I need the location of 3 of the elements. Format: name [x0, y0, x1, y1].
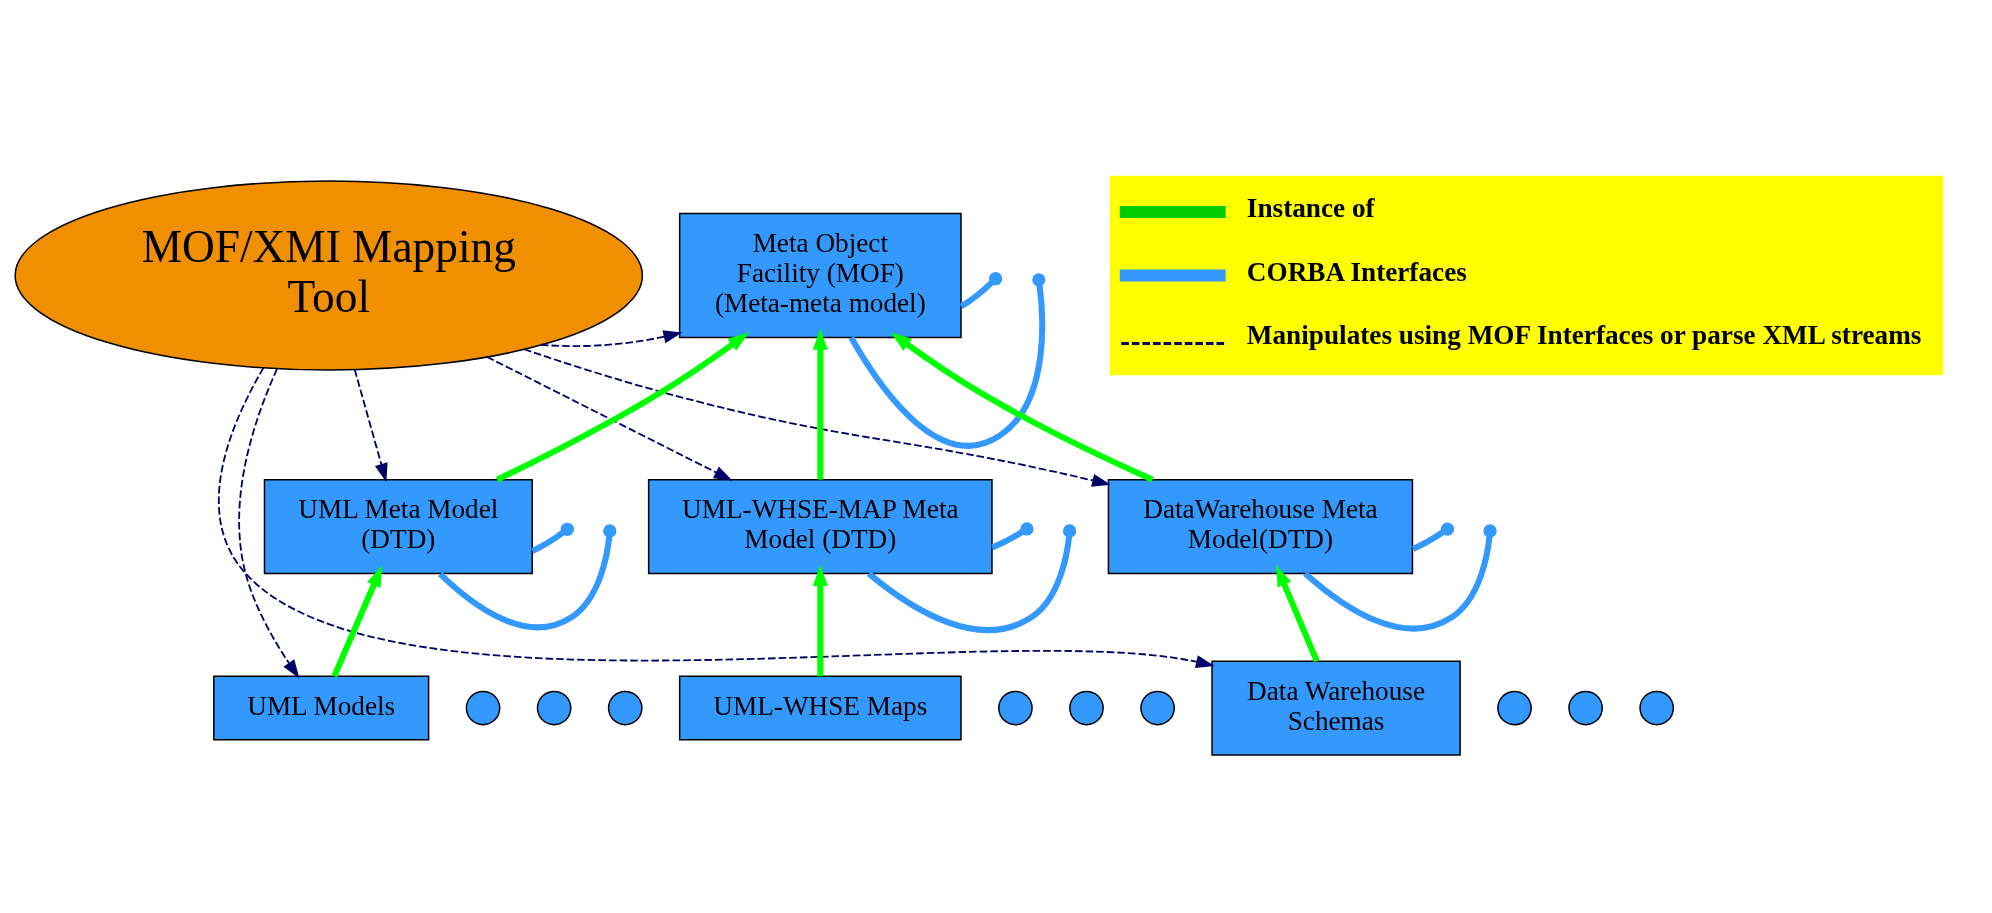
legend-label: CORBA Interfaces	[1246, 256, 1467, 287]
legend-label: Manipulates using MOF Interfaces or parse XML streams	[1246, 319, 1922, 350]
legend-label: Instance of	[1246, 192, 1375, 223]
